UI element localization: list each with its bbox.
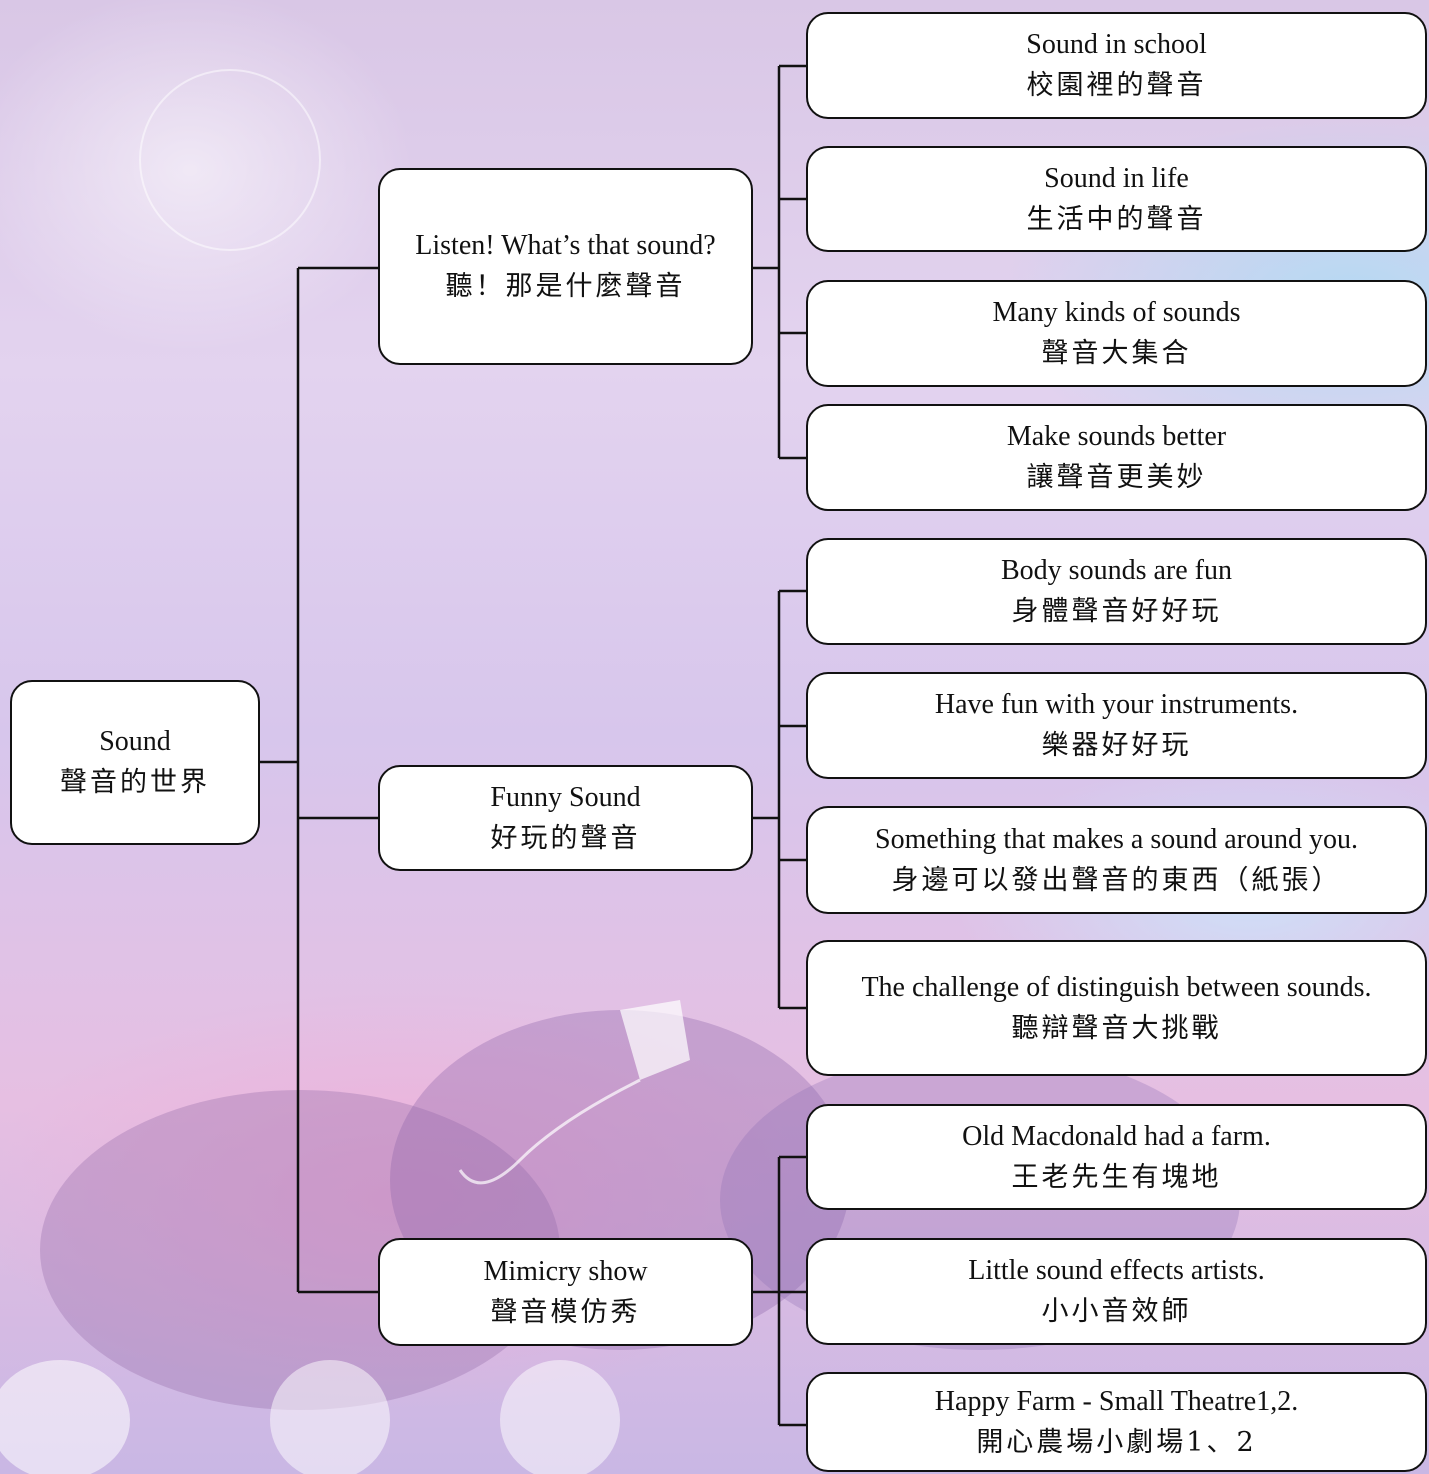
leaf-node: Little sound effects artists. 小小音效師 [806,1238,1427,1345]
topic-label-en: Listen! What’s that sound? [415,230,716,262]
leaf-node: Old Macdonald had a farm. 王老先生有塊地 [806,1104,1427,1210]
root-node: Sound 聲音的世界 [10,680,260,845]
topic-node-mimicry-show: Mimicry show 聲音模仿秀 [378,1238,753,1346]
leaf-node: Make sounds better 讓聲音更美妙 [806,404,1427,511]
lens-flare [139,69,321,251]
leaf-label-en: Little sound effects artists. [968,1255,1265,1287]
leaf-label-en: Many kinds of sounds [992,297,1241,329]
topic-label-zh: 聽！那是什麼聲音 [445,271,686,303]
kite [620,1000,690,1080]
leaf-label-zh: 開心農場小劇場1、2 [976,1426,1257,1458]
child-silhouette [500,1360,620,1474]
topic-label-zh: 聲音模仿秀 [490,1296,641,1328]
topic-node-funny-sound: Funny Sound 好玩的聲音 [378,765,753,871]
kite-string [458,1078,641,1185]
leaf-label-zh: 身體聲音好好玩 [1011,596,1222,628]
leaf-label-zh: 小小音效師 [1041,1296,1192,1328]
topic-label-en: Mimicry show [483,1255,648,1287]
leaf-node: Sound in school 校園裡的聲音 [806,12,1427,119]
leaf-label-en: The challenge of distinguish between sou… [861,971,1372,1003]
leaf-node: Sound in life 生活中的聲音 [806,146,1427,252]
leaf-label-zh: 校園裡的聲音 [1026,70,1207,102]
leaf-node: Have fun with your instruments. 樂器好好玩 [806,672,1427,779]
leaf-label-zh: 王老先生有塊地 [1011,1161,1222,1193]
leaf-label-en: Old Macdonald had a farm. [962,1120,1271,1152]
leaf-label-zh: 聽辯聲音大挑戰 [1011,1012,1222,1044]
leaf-node: The challenge of distinguish between sou… [806,940,1427,1076]
leaf-label-en: Happy Farm - Small Theatre1,2. [934,1385,1299,1417]
leaf-node: Many kinds of sounds 聲音大集合 [806,280,1427,387]
leaf-label-zh: 生活中的聲音 [1026,203,1207,235]
topic-node-listen: Listen! What’s that sound? 聽！那是什麼聲音 [378,168,753,365]
leaf-label-en: Make sounds better [1006,421,1227,453]
topic-label-en: Funny Sound [490,781,641,813]
leaf-label-en: Something that makes a sound around you. [875,823,1358,855]
leaf-label-zh: 身邊可以發出聲音的東西（紙張） [891,864,1342,896]
leaf-node: Happy Farm - Small Theatre1,2. 開心農場小劇場1、… [806,1372,1427,1472]
leaf-label-en: Have fun with your instruments. [934,689,1299,721]
leaf-label-zh: 讓聲音更美妙 [1026,462,1207,494]
topic-label-zh: 好玩的聲音 [490,822,641,854]
leaf-label-zh: 聲音大集合 [1041,338,1192,370]
leaf-node: Body sounds are fun 身體聲音好好玩 [806,538,1427,645]
leaf-label-en: Sound in school [1026,29,1207,61]
leaf-label-zh: 樂器好好玩 [1041,730,1192,762]
leaf-label-en: Sound in life [1044,162,1189,194]
child-silhouette [270,1360,390,1474]
root-label-zh: 聲音的世界 [60,767,210,799]
leaf-node: Something that makes a sound around you.… [806,806,1427,914]
child-silhouette [0,1360,130,1474]
root-label-en: Sound [99,726,171,758]
leaf-label-en: Body sounds are fun [1001,555,1232,587]
